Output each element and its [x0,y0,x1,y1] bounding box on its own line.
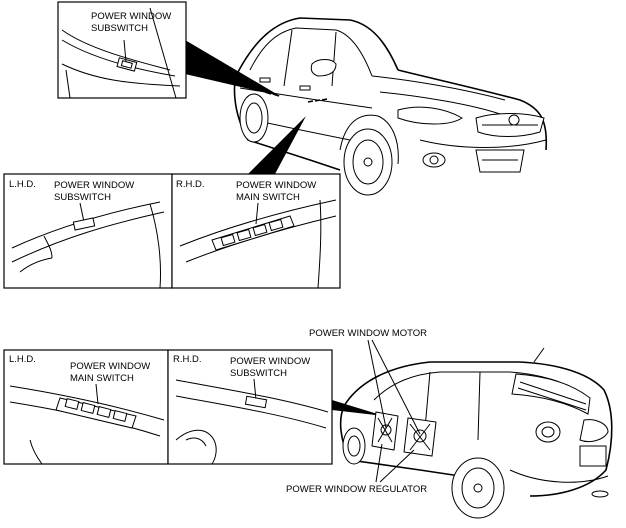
bottom-lhd-tag: L.H.D. [9,354,36,365]
bottom-rhd-subswitch-label: POWER WINDOW SUBSWITCH [230,356,313,379]
front-wheel [342,427,366,465]
subswitch-icon [244,395,268,409]
bottom-lhd-main-switch-label: POWER WINDOW MAIN SWITCH [70,361,153,384]
top-lhd-tag: L.H.D. [9,179,36,190]
bottom-rhd-tag: R.H.D. [173,354,202,365]
rear-wheel [239,93,269,143]
subswitch-icon [116,57,138,72]
top-rhd-main-switch-line2: MAIN SWITCH [236,192,300,203]
bottom-rhd-panel: R.H.D. POWER WINDOW SUBSWITCH [167,349,333,465]
main-switch-icon [211,215,295,251]
bottom-car-illustration [339,347,613,519]
top-rhd-main-switch-line1: POWER WINDOW [236,180,316,191]
power-window-regulator-label: POWER WINDOW REGULATOR [286,484,427,495]
top-rhd-panel: R.H.D. POWER WINDOW MAIN SWITCH [171,173,341,289]
subswitch-icon [72,217,96,231]
top-lhd-panel: L.H.D. POWER WINDOW SUBSWITCH [3,173,173,289]
top-inset-subswitch-label: POWER WINDOW SUBSWITCH [91,11,174,34]
top-rhd-tag: R.H.D. [176,179,205,190]
top-panels-leader-wedge [248,116,306,174]
motor-callout: POWER WINDOW MOTOR [309,328,427,435]
bottom-rhd-subswitch-line1: POWER WINDOW [230,356,310,367]
top-inset-subswitch-line1: POWER WINDOW [91,11,171,22]
top-lhd-subswitch-line2: SUBSWITCH [54,192,111,203]
bottom-lhd-main-switch-line2: MAIN SWITCH [70,373,134,384]
bottom-lhd-panel: L.H.D. POWER WINDOW MAIN SWITCH [3,349,169,465]
front-door-internals [371,411,399,451]
rear-wheel [451,457,505,519]
top-inset-subswitch-panel: POWER WINDOW SUBSWITCH [57,1,187,99]
power-window-motor-label: POWER WINDOW MOTOR [309,328,427,339]
top-inset-subswitch-line2: SUBSWITCH [91,23,148,34]
front-wheel [343,128,393,196]
top-car-illustration [233,17,548,196]
regulator-callout: POWER WINDOW REGULATOR [286,443,427,495]
top-lhd-subswitch-label: POWER WINDOW SUBSWITCH [54,180,137,203]
bottom-lhd-main-switch-line1: POWER WINDOW [70,361,150,372]
top-inset-leader-wedge [185,40,280,96]
door-switch-marks [264,91,328,103]
bottom-rhd-subswitch-line2: SUBSWITCH [230,368,287,379]
main-switch-icon [55,397,137,429]
rear-door-internals [403,417,437,457]
top-lhd-subswitch-line1: POWER WINDOW [54,180,134,191]
top-rhd-main-switch-label: POWER WINDOW MAIN SWITCH [236,180,319,203]
